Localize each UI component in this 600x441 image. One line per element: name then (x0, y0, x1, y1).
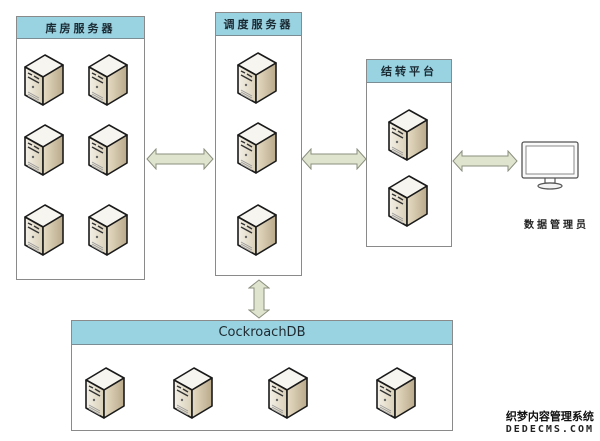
arrow-transfer-client (452, 150, 518, 172)
arrow-warehouse-scheduler (146, 148, 214, 170)
client-label: 数据管理员 (524, 220, 589, 231)
arrow-scheduler-database (248, 279, 270, 319)
watermark-line-2: DEDECMS.COM (505, 424, 594, 435)
server-icon (267, 366, 309, 420)
watermark-line-1: 织梦内容管理系统 (505, 410, 594, 423)
server-icon (387, 108, 429, 162)
server-icon (87, 123, 129, 177)
scheduler-group-title: 调度服务器 (216, 13, 301, 36)
server-icon (23, 123, 65, 177)
warehouse-group-title: 库房服务器 (17, 17, 144, 39)
server-icon (172, 366, 214, 420)
watermark: 织梦内容管理系统 DEDECMS.COM (506, 408, 594, 435)
server-icon (84, 366, 126, 420)
arrow-scheduler-transfer (301, 148, 367, 170)
server-icon (23, 203, 65, 257)
transfer-group-title: 结转平台 (367, 60, 451, 83)
server-icon (236, 203, 278, 257)
transfer-platform-group: 结转平台 (366, 59, 452, 247)
warehouse-server-group: 库房服务器 (16, 16, 145, 280)
database-group-title: CockroachDB (72, 321, 452, 345)
scheduler-server-group: 调度服务器 (215, 12, 302, 276)
server-icon (375, 366, 417, 420)
server-icon (87, 53, 129, 107)
monitor-icon (521, 141, 579, 190)
server-icon (23, 53, 65, 107)
server-icon (387, 174, 429, 228)
cockroachdb-group: CockroachDB (71, 320, 453, 431)
server-icon (236, 121, 278, 175)
server-icon (236, 51, 278, 105)
server-icon (87, 203, 129, 257)
